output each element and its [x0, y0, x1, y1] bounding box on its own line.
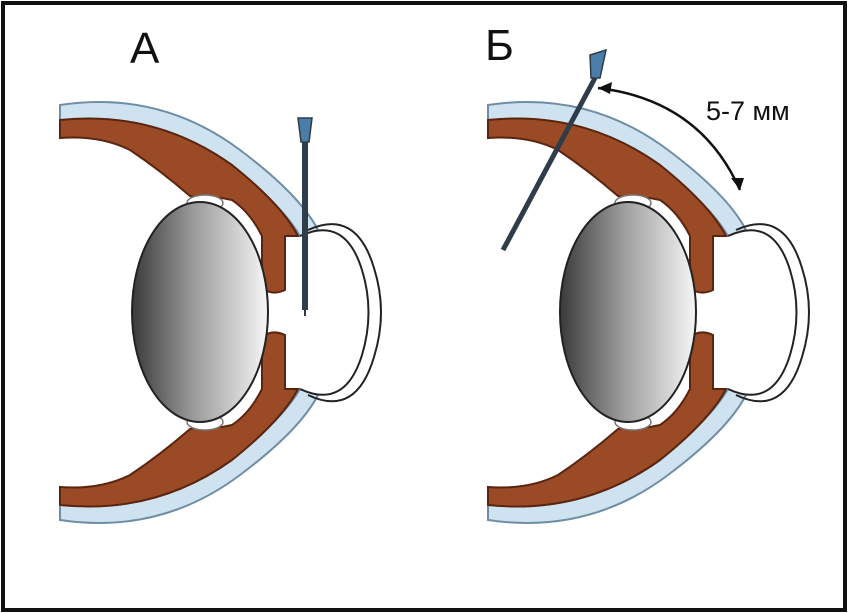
panel-a-label: А — [130, 24, 160, 73]
panel-b-label: Б — [485, 21, 514, 70]
distance-label: 5-7 мм — [706, 96, 790, 126]
